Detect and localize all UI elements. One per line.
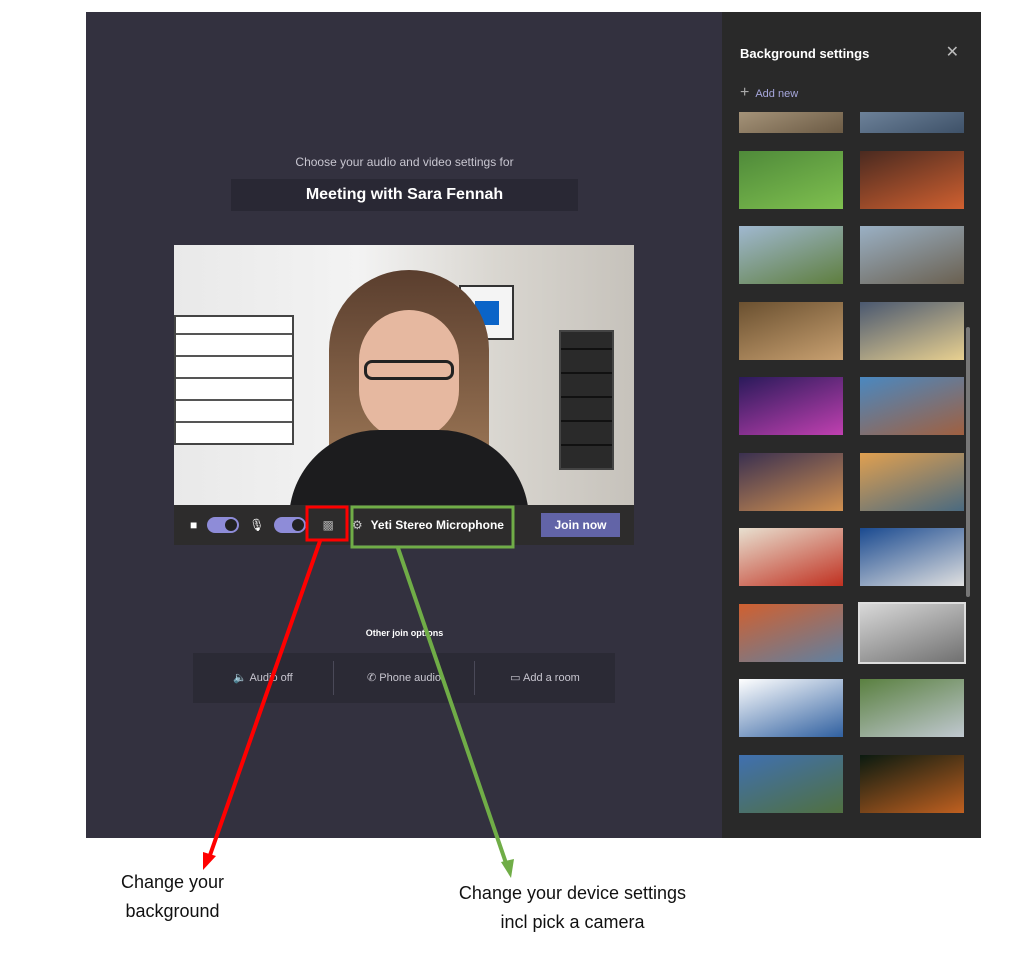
green-arrowhead [501, 859, 514, 878]
device-settings-button[interactable]: Yeti Stereo Microphone [370, 518, 504, 532]
background-thumbnail[interactable] [860, 301, 964, 360]
join-now-button[interactable]: Join now [541, 513, 620, 537]
option-label: Add a room [522, 672, 580, 684]
meeting-prejoin-window: Choose your audio and video settings for… [86, 12, 723, 838]
phone-icon: ✆ [366, 672, 377, 684]
microphone-toggle[interactable] [274, 517, 307, 533]
background-thumbnail[interactable] [860, 679, 964, 737]
background-thumbnail[interactable] [858, 601, 966, 664]
audio-off-option[interactable]: 🔈 Audio off [193, 661, 334, 695]
background-thumbnail[interactable] [739, 377, 843, 435]
meeting-title: Meeting with Sara Fennah [231, 179, 578, 211]
background-thumbnail[interactable] [739, 679, 843, 737]
camera-icon: ■ [190, 518, 198, 532]
webcam-person [289, 270, 529, 505]
background-thumbnail[interactable] [739, 452, 843, 511]
background-thumbnail[interactable] [739, 112, 843, 133]
background-thumbnail[interactable] [860, 226, 964, 284]
prompt-text: Choose your audio and video settings for [295, 155, 514, 169]
other-join-options-title: Other join options [365, 628, 444, 638]
add-new-button[interactable]: + Add new [740, 84, 798, 102]
background-thumbnails [722, 112, 981, 838]
background-effects-icon[interactable]: ▩ [322, 518, 334, 532]
speaker-muted-icon: 🔈 [233, 672, 247, 684]
background-thumbnail[interactable] [739, 301, 843, 360]
option-label: Audio off [249, 672, 293, 684]
scrollbar[interactable] [966, 327, 970, 597]
background-thumbnail[interactable] [860, 754, 964, 813]
background-thumbnail[interactable] [739, 603, 843, 662]
gear-icon[interactable]: ⚙ [351, 518, 363, 532]
phone-audio-option[interactable]: ✆ Phone audio [334, 661, 475, 695]
other-join-options: 🔈 Audio off ✆ Phone audio ▭ Add a room [193, 653, 615, 703]
background-thumbnail[interactable] [739, 150, 843, 209]
device-toolbar: ■ 🎙︎ ▩ ⚙ Yeti Stereo Microphone Join now [174, 505, 634, 545]
annotation-device: Change your device settings incl pick a … [458, 883, 687, 932]
panel-title: Background settings [740, 46, 870, 61]
background-thumbnail[interactable] [860, 528, 964, 586]
video-preview [174, 245, 634, 505]
background-thumbnail[interactable] [739, 226, 843, 284]
camera-toggle[interactable] [207, 517, 240, 533]
add-room-option[interactable]: ▭ Add a room [475, 661, 615, 695]
background-thumbnail[interactable] [860, 150, 964, 209]
background-shelf [174, 315, 294, 445]
background-thumbnail[interactable] [739, 754, 843, 813]
cast-icon: ▭ [510, 672, 521, 684]
background-settings-panel: Background settings ✕ + Add new [722, 12, 981, 838]
background-shelf [559, 330, 614, 470]
annotation-background: Change your background [120, 872, 225, 921]
background-thumbnail[interactable] [860, 452, 964, 511]
plus-icon: + [740, 84, 750, 101]
add-new-label: Add new [755, 88, 799, 100]
option-label: Phone audio [379, 672, 442, 684]
background-thumbnail[interactable] [739, 528, 843, 586]
background-thumbnail[interactable] [860, 112, 964, 133]
microphone-icon: 🎙︎ [249, 518, 265, 532]
background-thumbnail[interactable] [860, 377, 964, 435]
close-icon[interactable]: ✕ [945, 44, 959, 61]
